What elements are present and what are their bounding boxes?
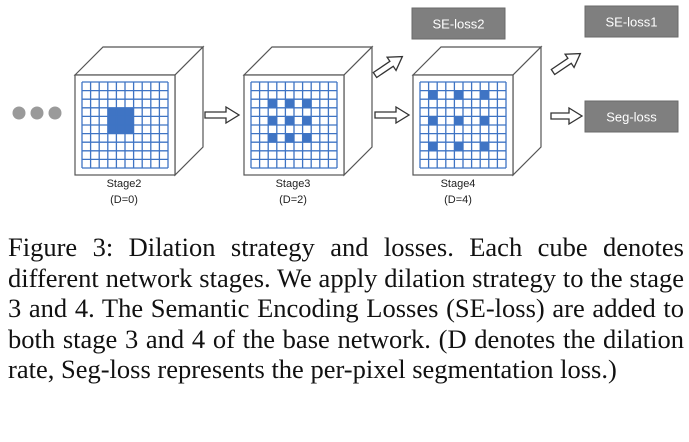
ellipsis-dot <box>12 106 26 120</box>
active-cell <box>480 142 489 151</box>
active-cell <box>268 99 277 108</box>
active-cell <box>107 125 117 134</box>
active-cell <box>268 133 277 143</box>
active-cell <box>268 116 277 125</box>
active-cell <box>428 142 438 151</box>
active-cell <box>454 116 463 125</box>
figure-caption: Figure 3: Dilation strategy and losses. … <box>8 232 684 384</box>
active-cell <box>116 125 125 134</box>
arrow-stage4-to-seg-loss <box>550 106 584 126</box>
active-cell <box>428 116 438 125</box>
stage3-dilation-label: (D=2) <box>279 194 307 206</box>
stage3-label: Stage3 <box>276 178 311 190</box>
ellipsis-dots <box>12 106 62 120</box>
stage4-dilation-label: (D=4) <box>444 194 472 206</box>
active-cell <box>302 99 312 108</box>
arrow-stage3-to-se-loss2 <box>372 55 404 79</box>
active-cell <box>480 90 489 100</box>
active-cell <box>285 99 294 108</box>
active-cell <box>107 116 117 125</box>
active-cell <box>125 125 134 134</box>
ellipsis-dot <box>30 106 44 120</box>
cube-stage2 <box>73 45 205 177</box>
active-cell <box>125 116 134 125</box>
active-cell <box>125 107 134 117</box>
active-cell <box>454 90 463 100</box>
seg-loss-label: Seg-loss <box>606 110 657 125</box>
stage4-label: Stage4 <box>441 178 476 190</box>
se-loss1-label: SE-loss1 <box>605 15 657 30</box>
active-cell <box>302 133 312 143</box>
active-cell <box>116 107 125 117</box>
seg-loss-box: Seg-loss <box>584 100 679 133</box>
active-cell <box>480 116 489 125</box>
se-loss1-box: SE-loss1 <box>584 5 679 38</box>
stage2-dilation-label: (D=0) <box>110 194 138 206</box>
arrow-stage3-to-stage4 <box>374 105 411 125</box>
ellipsis-dot <box>48 106 62 120</box>
active-cell <box>428 90 438 100</box>
cube-stage4 <box>411 45 543 177</box>
dilation-diagram: Stage2 (D=0) Stage3 (D=2) Stage4 (D=4) S… <box>12 5 679 206</box>
active-cell <box>285 133 294 143</box>
se-loss2-box: SE-loss2 <box>411 7 506 40</box>
active-cell <box>116 116 125 125</box>
active-cell <box>285 116 294 125</box>
se-loss2-label: SE-loss2 <box>432 17 484 32</box>
active-cell <box>107 107 117 117</box>
cube-stage3 <box>242 45 374 177</box>
arrow-stage2-to-stage3 <box>204 105 241 125</box>
active-cell <box>302 116 312 125</box>
stage2-label: Stage2 <box>107 178 142 190</box>
active-cell <box>454 142 463 151</box>
arrow-stage4-to-se-loss1 <box>550 52 582 76</box>
